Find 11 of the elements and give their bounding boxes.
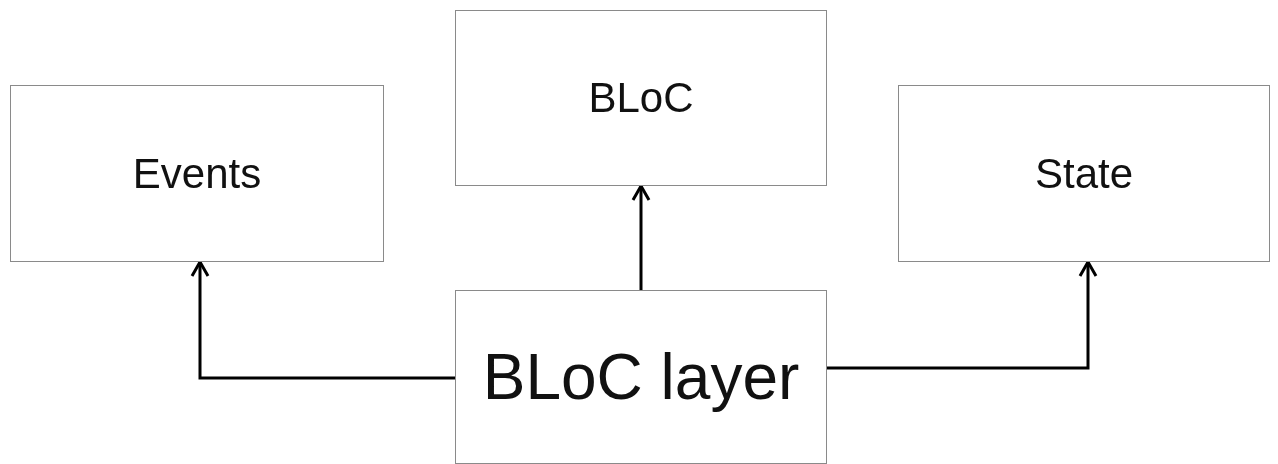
process-box — [898, 85, 1270, 262]
box-label: State — [1034, 149, 1134, 198]
box-label: BLoC layer — [482, 340, 800, 414]
process-box — [10, 85, 384, 262]
arrow — [190, 260, 455, 380]
arrow — [631, 184, 651, 290]
arrow — [827, 260, 1098, 370]
process-box — [455, 290, 827, 464]
box-label: Events — [132, 149, 262, 198]
process-box — [455, 10, 827, 186]
box-label: BLoC — [588, 74, 694, 122]
